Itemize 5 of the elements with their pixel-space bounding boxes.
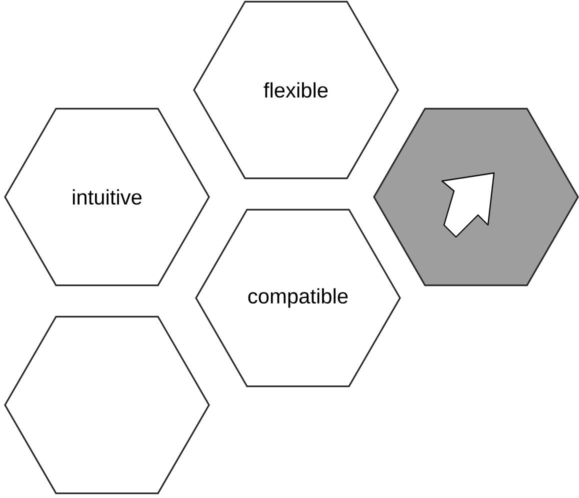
hexagon-shape xyxy=(373,108,579,286)
hexagon-box: intuitive xyxy=(4,108,210,286)
hexagon-box: compatible xyxy=(195,208,401,388)
hexagon-shape xyxy=(4,316,210,494)
hexagon-box: flexible xyxy=(193,0,399,180)
